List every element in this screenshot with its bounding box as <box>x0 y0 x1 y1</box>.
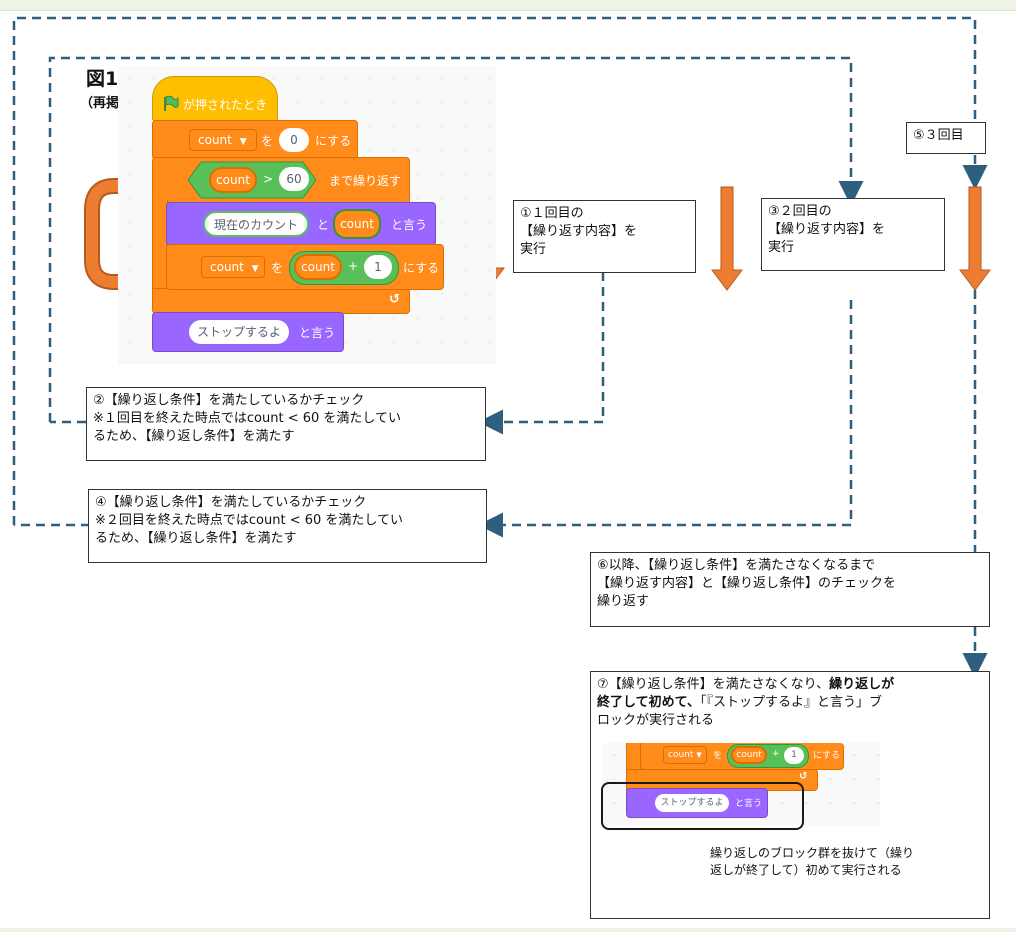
down-arrow-3 <box>959 186 991 291</box>
note-2-line-3: るため、【繰り返し条件】を満たす <box>93 429 295 444</box>
note-6-line-3: 繰り返す <box>597 594 650 609</box>
note-1-line-1: ①１回目の <box>520 206 584 221</box>
mini-add-op: + <box>772 749 780 759</box>
repeat-suffix: まで繰り返す <box>329 174 402 188</box>
note-step-3: ③２回目の 【繰り返す内容】を 実行 <box>761 198 945 271</box>
note-7-part-a: ⑦【繰り返し条件】を満たさなくなり、 <box>597 677 830 692</box>
callout-line-1: 繰り返しのブロック群を抜けて（繰り <box>710 846 915 860</box>
loop-arrow-icon: ↺ <box>389 292 400 307</box>
note-6-line-2: 【繰り返す内容】と【繰り返し条件】のチェックを <box>597 576 897 591</box>
say-block[interactable]: 現在のカウント と count と言う <box>166 202 436 246</box>
note-step-2: ②【繰り返し条件】を満たしているかチェック ※１回目を終えた時点ではcount … <box>86 387 486 461</box>
repeat-count-variable[interactable]: count <box>209 167 257 193</box>
note-3-line-3: 実行 <box>768 240 795 255</box>
stop-text-input[interactable]: ストップするよ <box>189 320 289 344</box>
mini-add-operator: count + 1 <box>727 744 809 768</box>
set-variable-block[interactable]: count ▼ を 0 にする <box>152 120 358 160</box>
down-arrow-2 <box>711 186 743 291</box>
change-left-variable[interactable]: count <box>294 254 342 280</box>
note-7-part-d: 「『ストップするよ』と言う」ブ <box>699 695 882 710</box>
stop-say-block[interactable]: ストップするよ と言う <box>152 312 344 352</box>
variable-dropdown[interactable]: count ▼ <box>189 129 257 151</box>
note-4-line-2: ※２回目を終えた時点ではcount < 60 を満たしてい <box>95 513 404 528</box>
callout-text: 繰り返しのブロック群を抜けて（繰り 返しが終了して）初めて実行される <box>710 845 914 879</box>
note-2-line-2: ※１回目を終えた時点ではcount < 60 を満たしてい <box>93 411 402 426</box>
note-4-line-1: ④【繰り返し条件】を満たしているかチェック <box>95 495 367 510</box>
dropdown-caret-icon: ▼ <box>696 751 702 759</box>
repeat-until-block[interactable]: count > 60 まで繰り返す <box>152 157 410 203</box>
set-count-plus-one-block[interactable]: count ▼ を count + 1 にする <box>166 244 444 290</box>
mini-loop-arrow-icon: ↺ <box>799 771 808 782</box>
note-2-line-1: ②【繰り返し条件】を満たしているかチェック <box>93 393 365 408</box>
mini-right-input: 1 <box>784 747 804 764</box>
dashed-connector-outer-return <box>478 300 853 538</box>
say-join-label: と <box>317 218 330 232</box>
highlight-frame <box>601 782 804 830</box>
repeat-block-foot: ↺ <box>152 288 410 314</box>
note-7-part-c: 終了して初めて、 <box>597 695 700 710</box>
note-3-line-1: ③２回目の <box>768 204 832 219</box>
mini-stop-text: ストップするよ <box>655 794 729 812</box>
add-operator: + <box>348 259 359 273</box>
variable-name: count <box>198 133 232 147</box>
change-suffix: にする <box>403 261 440 275</box>
flag-event-label: が押されたとき <box>183 98 268 112</box>
dashed-connector-inner-return <box>478 272 605 435</box>
note-7-part-e: ロックが実行される <box>597 713 715 728</box>
window-bottom-bar <box>0 928 1016 932</box>
note-step-5: ⑤３回目 <box>906 122 986 154</box>
green-flag-icon <box>164 95 179 111</box>
set-value-input[interactable]: 0 <box>279 128 309 152</box>
set-label: を <box>261 134 274 148</box>
dropdown-caret-icon: ▼ <box>239 137 247 147</box>
change-right-input[interactable]: 1 <box>364 255 392 279</box>
mini-stop-suffix: と言う <box>735 799 763 809</box>
note-step-6: ⑥以降、【繰り返し条件】を満たさなくなるまで 【繰り返す内容】と【繰り返し条件】… <box>590 552 990 627</box>
window-top-bar <box>0 0 1016 11</box>
note-step-1: ①１回目の 【繰り返す内容】を 実行 <box>513 200 696 273</box>
set-suffix: にする <box>315 134 352 148</box>
dashed-connector-outer <box>12 16 988 525</box>
say-suffix: と言う <box>391 218 428 232</box>
mini-left-variable: count <box>731 746 767 764</box>
note-3-line-2: 【繰り返す内容】を <box>768 222 886 237</box>
mini-stop-say-block: ストップするよ と言う <box>626 788 768 818</box>
when-flag-clicked-block[interactable]: が押されたとき <box>152 76 278 122</box>
mini-variable-dropdown: count▼ <box>663 746 707 764</box>
say-text-input[interactable]: 現在のカウント <box>203 211 309 237</box>
change-variable-name: count <box>210 260 244 274</box>
callout-line-2: 返しが終了して）初めて実行される <box>710 863 902 877</box>
note-4-line-3: るため、【繰り返し条件】を満たす <box>95 531 297 546</box>
dashed-connector-inner <box>48 56 864 422</box>
note-7-part-b: 繰り返しが <box>829 677 895 692</box>
note-step-4: ④【繰り返し条件】を満たしているかチェック ※２回目を終えた時点ではcount … <box>88 489 487 563</box>
say-count-variable[interactable]: count <box>333 209 381 239</box>
change-variable-dropdown[interactable]: count ▼ <box>201 256 265 278</box>
note-1-line-2: 【繰り返す内容】を <box>520 224 638 239</box>
mini-change-label: を <box>713 751 723 761</box>
note-6-line-1: ⑥以降、【繰り返し条件】を満たさなくなるまで <box>597 558 876 573</box>
dropdown-caret-icon: ▼ <box>251 264 259 274</box>
stop-say-suffix: と言う <box>299 326 336 340</box>
note-1-line-3: 実行 <box>520 242 547 257</box>
change-label: を <box>271 261 284 275</box>
mini-change-suffix: にする <box>813 751 841 761</box>
mini-variable-name: count <box>668 750 694 760</box>
mini-set-count-block: count▼ を count + 1 にする <box>640 743 844 770</box>
repeat-operator: > <box>263 172 274 186</box>
add-operator-block[interactable]: count + 1 <box>289 251 399 285</box>
note-5-text: ⑤３回目 <box>913 128 964 143</box>
repeat-limit-input[interactable]: 60 <box>279 167 309 191</box>
